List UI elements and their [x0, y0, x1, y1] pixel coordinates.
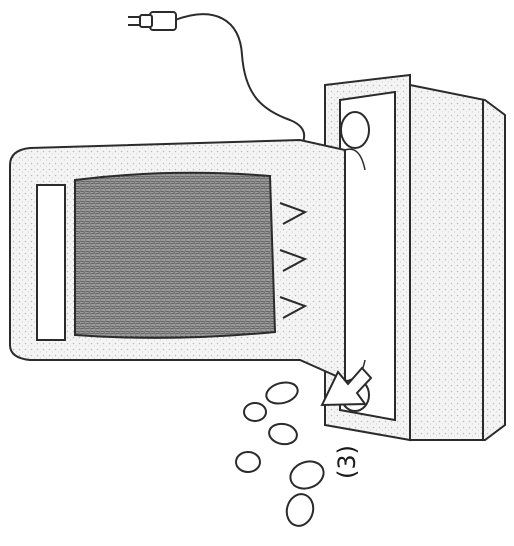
ice-cubes	[236, 379, 327, 529]
step-label: (3)	[333, 445, 361, 479]
filter-grille	[75, 173, 275, 338]
power-cord	[175, 14, 304, 150]
power-plug-icon	[128, 12, 176, 30]
